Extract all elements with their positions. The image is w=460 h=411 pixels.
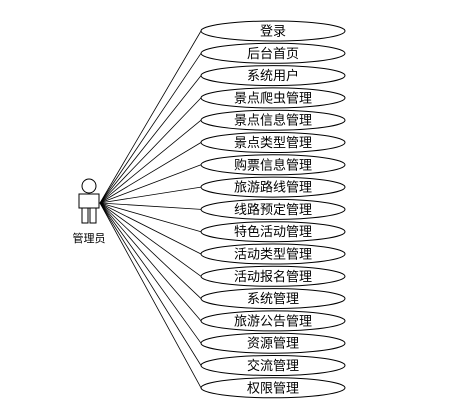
use-case-ellipse — [200, 332, 346, 354]
use-case: 系统用户 — [200, 65, 346, 87]
use-case-label: 活动报名管理 — [234, 269, 312, 285]
actor-head — [81, 178, 97, 194]
actor-label: 管理员 — [73, 231, 106, 245]
use-case-ellipse — [200, 154, 346, 176]
association-line — [99, 202, 202, 366]
use-case-label: 线路预定管理 — [234, 202, 312, 218]
use-case-ellipse — [200, 20, 346, 42]
use-case: 线路预定管理 — [200, 198, 346, 220]
association-line — [99, 119, 202, 204]
association-line — [99, 202, 202, 277]
association-line — [99, 202, 202, 344]
use-case: 资源管理 — [200, 332, 346, 354]
actor-admin: 管理员 — [73, 178, 106, 245]
use-case-ellipse — [200, 355, 346, 376]
use-case-ellipse — [200, 176, 346, 198]
use-case: 登录 — [200, 20, 346, 42]
actor-right-leg — [89, 207, 97, 224]
use-case-label: 登录 — [260, 25, 286, 40]
use-case-label: 权限管理 — [247, 380, 299, 396]
use-case: 景点爬虫管理 — [200, 87, 346, 109]
use-case-label: 景点信息管理 — [234, 113, 312, 129]
use-case-ellipse — [200, 310, 346, 332]
use-case-ellipse — [200, 65, 346, 87]
use-case-ellipse — [200, 265, 346, 287]
association-line — [99, 202, 202, 322]
use-case-ellipse — [200, 377, 346, 399]
use-case: 系统管理 — [200, 288, 346, 310]
association-line — [99, 75, 202, 204]
use-case-ellipse — [200, 132, 346, 153]
use-case: 交流管理 — [200, 355, 346, 376]
use-case: 旅游公告管理 — [200, 310, 346, 332]
use-case: 活动报名管理 — [200, 265, 346, 287]
association-line — [99, 186, 202, 204]
association-lines — [99, 30, 202, 388]
association-line — [99, 202, 202, 299]
use-case-label: 系统用户 — [247, 68, 299, 84]
actor-body — [78, 193, 100, 209]
use-case-ellipse — [200, 243, 346, 265]
association-line — [99, 142, 202, 204]
association-line — [99, 164, 202, 204]
use-case-label: 活动类型管理 — [234, 248, 312, 263]
association-line — [99, 30, 202, 204]
use-case-ellipse — [200, 221, 346, 243]
use-case-label: 旅游路线管理 — [234, 180, 312, 196]
use-case-label: 特色活动管理 — [234, 224, 312, 240]
use-case-label: 交流管理 — [247, 358, 299, 374]
use-case-ellipse — [200, 198, 346, 220]
use-case: 活动类型管理 — [200, 243, 346, 265]
use-case-ellipse — [200, 109, 346, 131]
association-line — [99, 202, 202, 210]
use-case-label: 系统管理 — [247, 292, 299, 307]
use-case: 购票信息管理 — [200, 154, 346, 176]
actor-left-leg — [81, 207, 89, 224]
use-case-label: 购票信息管理 — [234, 157, 312, 173]
use-case: 后台首页 — [200, 42, 346, 64]
use-case: 景点类型管理 — [200, 132, 346, 153]
use-case-label: 后台首页 — [247, 47, 299, 62]
use-case: 权限管理 — [200, 377, 346, 399]
use-case: 旅游路线管理 — [200, 176, 346, 198]
use-case-label: 景点爬虫管理 — [234, 91, 312, 106]
use-case-list: 登录后台首页系统用户景点爬虫管理景点信息管理景点类型管理购票信息管理旅游路线管理… — [200, 20, 346, 399]
use-case-label: 景点类型管理 — [234, 136, 312, 151]
association-line — [99, 97, 202, 204]
use-case-ellipse — [200, 288, 346, 310]
association-line — [99, 202, 202, 388]
use-case-ellipse — [200, 87, 346, 109]
use-case: 景点信息管理 — [200, 109, 346, 131]
association-line — [99, 202, 202, 255]
use-case-label: 资源管理 — [247, 337, 299, 352]
use-case-ellipse — [200, 42, 346, 64]
use-case: 特色活动管理 — [200, 221, 346, 243]
association-line — [99, 202, 202, 233]
use-case-label: 旅游公告管理 — [234, 314, 312, 329]
association-line — [99, 53, 202, 204]
